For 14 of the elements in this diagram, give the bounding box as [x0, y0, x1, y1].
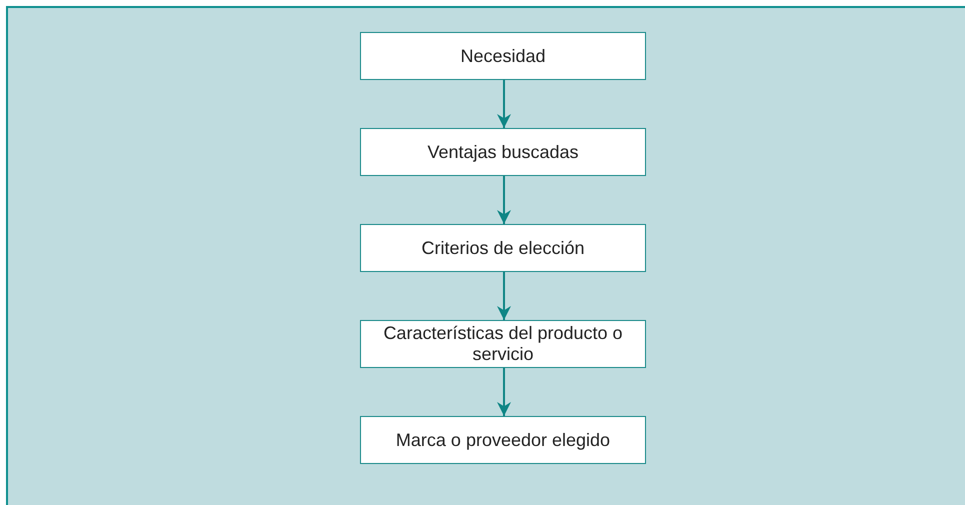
arrow [497, 176, 511, 224]
process-box [360, 32, 646, 80]
process-box [360, 128, 646, 176]
process-box [360, 416, 646, 464]
arrow [497, 368, 511, 416]
box-label: Marca o proveedor elegido [396, 430, 610, 450]
arrow [497, 80, 511, 128]
box-label: Ventajas buscadas [427, 142, 579, 162]
box-label: Criterios de elección [421, 238, 585, 258]
box-label: Necesidad [460, 46, 546, 66]
box-label: Características del producto o servicio [382, 323, 624, 365]
process-box [360, 320, 646, 368]
process-box [360, 224, 646, 272]
arrow [497, 272, 511, 320]
